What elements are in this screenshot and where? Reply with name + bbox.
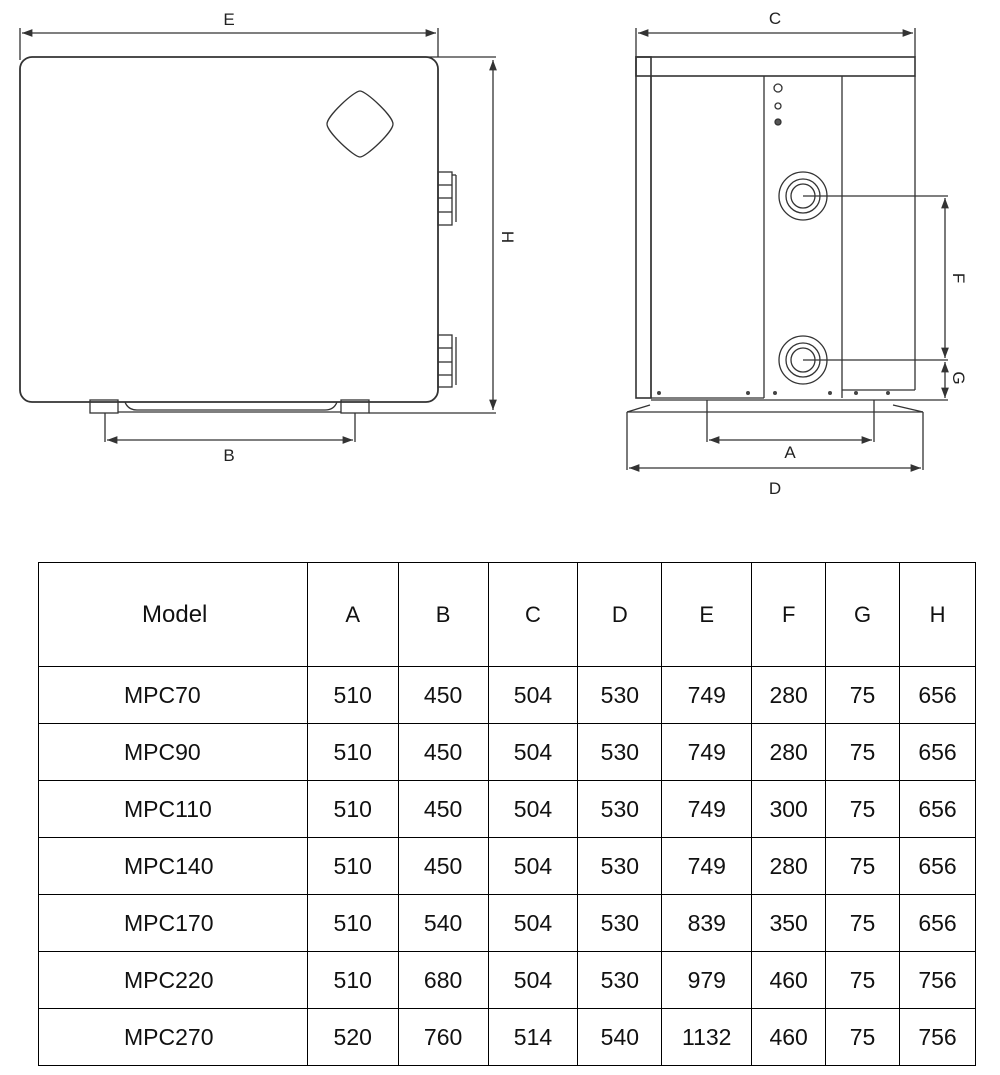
dimension-cell: 280 <box>751 666 827 724</box>
dim-label-f: F <box>949 273 968 283</box>
column-header: B <box>397 562 489 667</box>
dimension-cell: 75 <box>825 837 901 895</box>
column-header: Model <box>38 562 308 667</box>
dimension-cell: 350 <box>751 894 827 952</box>
dimension-cell: 749 <box>661 837 753 895</box>
dimension-cell: 510 <box>306 666 399 724</box>
dim-label-d: D <box>769 479 781 498</box>
dimension-cell: 75 <box>825 723 901 781</box>
dimension-cell: 75 <box>825 666 901 724</box>
dimension-cell: 504 <box>487 780 579 838</box>
dim-label-c: C <box>769 9 781 28</box>
dimension-cell: 504 <box>487 951 579 1009</box>
dimension-cell: 760 <box>397 1008 489 1066</box>
dimension-cell: 656 <box>899 837 976 895</box>
dim-label-a: A <box>784 443 796 462</box>
model-cell: MPC270 <box>38 1008 308 1066</box>
dim-label-g: G <box>949 371 968 384</box>
dimension-cell: 280 <box>751 723 827 781</box>
dimension-cell: 656 <box>899 666 976 724</box>
front-view: E H B <box>19 10 517 465</box>
control-panel-icon <box>326 90 394 158</box>
dimension-cell: 540 <box>397 894 489 952</box>
dimension-cell: 749 <box>661 780 753 838</box>
dimension-cell: 510 <box>306 780 399 838</box>
column-header: F <box>751 562 827 667</box>
model-cell: MPC140 <box>38 837 308 895</box>
dimension-cell: 300 <box>751 780 827 838</box>
dimension-cell: 530 <box>577 723 663 781</box>
dimension-cell: 450 <box>397 723 489 781</box>
dimension-cell: 530 <box>577 666 663 724</box>
dimension-cell: 510 <box>306 894 399 952</box>
dimension-cell: 504 <box>487 666 579 724</box>
column-header: A <box>306 562 399 667</box>
dimension-cell: 510 <box>306 951 399 1009</box>
dimension-cell: 756 <box>899 1008 976 1066</box>
dim-label-e: E <box>223 10 234 29</box>
dimension-cell: 504 <box>487 894 579 952</box>
column-header: C <box>487 562 579 667</box>
dimension-cell: 656 <box>899 723 976 781</box>
model-cell: MPC170 <box>38 894 308 952</box>
dimension-cell: 280 <box>751 837 827 895</box>
dimension-cell: 530 <box>577 780 663 838</box>
dimension-cell: 504 <box>487 723 579 781</box>
model-cell: MPC90 <box>38 723 308 781</box>
dimension-cell: 530 <box>577 837 663 895</box>
column-header: H <box>899 562 976 667</box>
dimension-cell: 979 <box>661 951 753 1009</box>
dimension-cell: 75 <box>825 1008 901 1066</box>
dimension-cell: 450 <box>397 837 489 895</box>
dimension-cell: 450 <box>397 780 489 838</box>
column-header: G <box>825 562 901 667</box>
dimension-cell: 656 <box>899 894 976 952</box>
dimension-cell: 75 <box>825 951 901 1009</box>
dimension-cell: 1132 <box>661 1008 753 1066</box>
dimension-cell: 460 <box>751 1008 827 1066</box>
dimension-cell: 530 <box>577 894 663 952</box>
dimension-cell: 510 <box>306 723 399 781</box>
side-view: C F G A D <box>626 9 968 498</box>
dimension-cell: 839 <box>661 894 753 952</box>
dimension-drawing: E H B C F G A <box>19 9 968 498</box>
dimension-cell: 656 <box>899 780 976 838</box>
dim-label-b: B <box>223 446 234 465</box>
dimension-cell: 530 <box>577 951 663 1009</box>
dimension-cell: 514 <box>487 1008 579 1066</box>
dimension-cell: 450 <box>397 666 489 724</box>
dimension-cell: 504 <box>487 837 579 895</box>
column-header: D <box>577 562 663 667</box>
dimension-cell: 756 <box>899 951 976 1009</box>
model-cell: MPC220 <box>38 951 308 1009</box>
dimension-cell: 510 <box>306 837 399 895</box>
dimension-cell: 540 <box>577 1008 663 1066</box>
column-header: E <box>661 562 753 667</box>
model-cell: MPC110 <box>38 780 308 838</box>
model-cell: MPC70 <box>38 666 308 724</box>
dim-label-h: H <box>498 231 517 243</box>
dimension-cell: 749 <box>661 666 753 724</box>
dimension-cell: 749 <box>661 723 753 781</box>
dimension-cell: 75 <box>825 894 901 952</box>
dimension-cell: 520 <box>306 1008 399 1066</box>
dimension-cell: 460 <box>751 951 827 1009</box>
dimension-cell: 75 <box>825 780 901 838</box>
dimension-cell: 680 <box>397 951 489 1009</box>
